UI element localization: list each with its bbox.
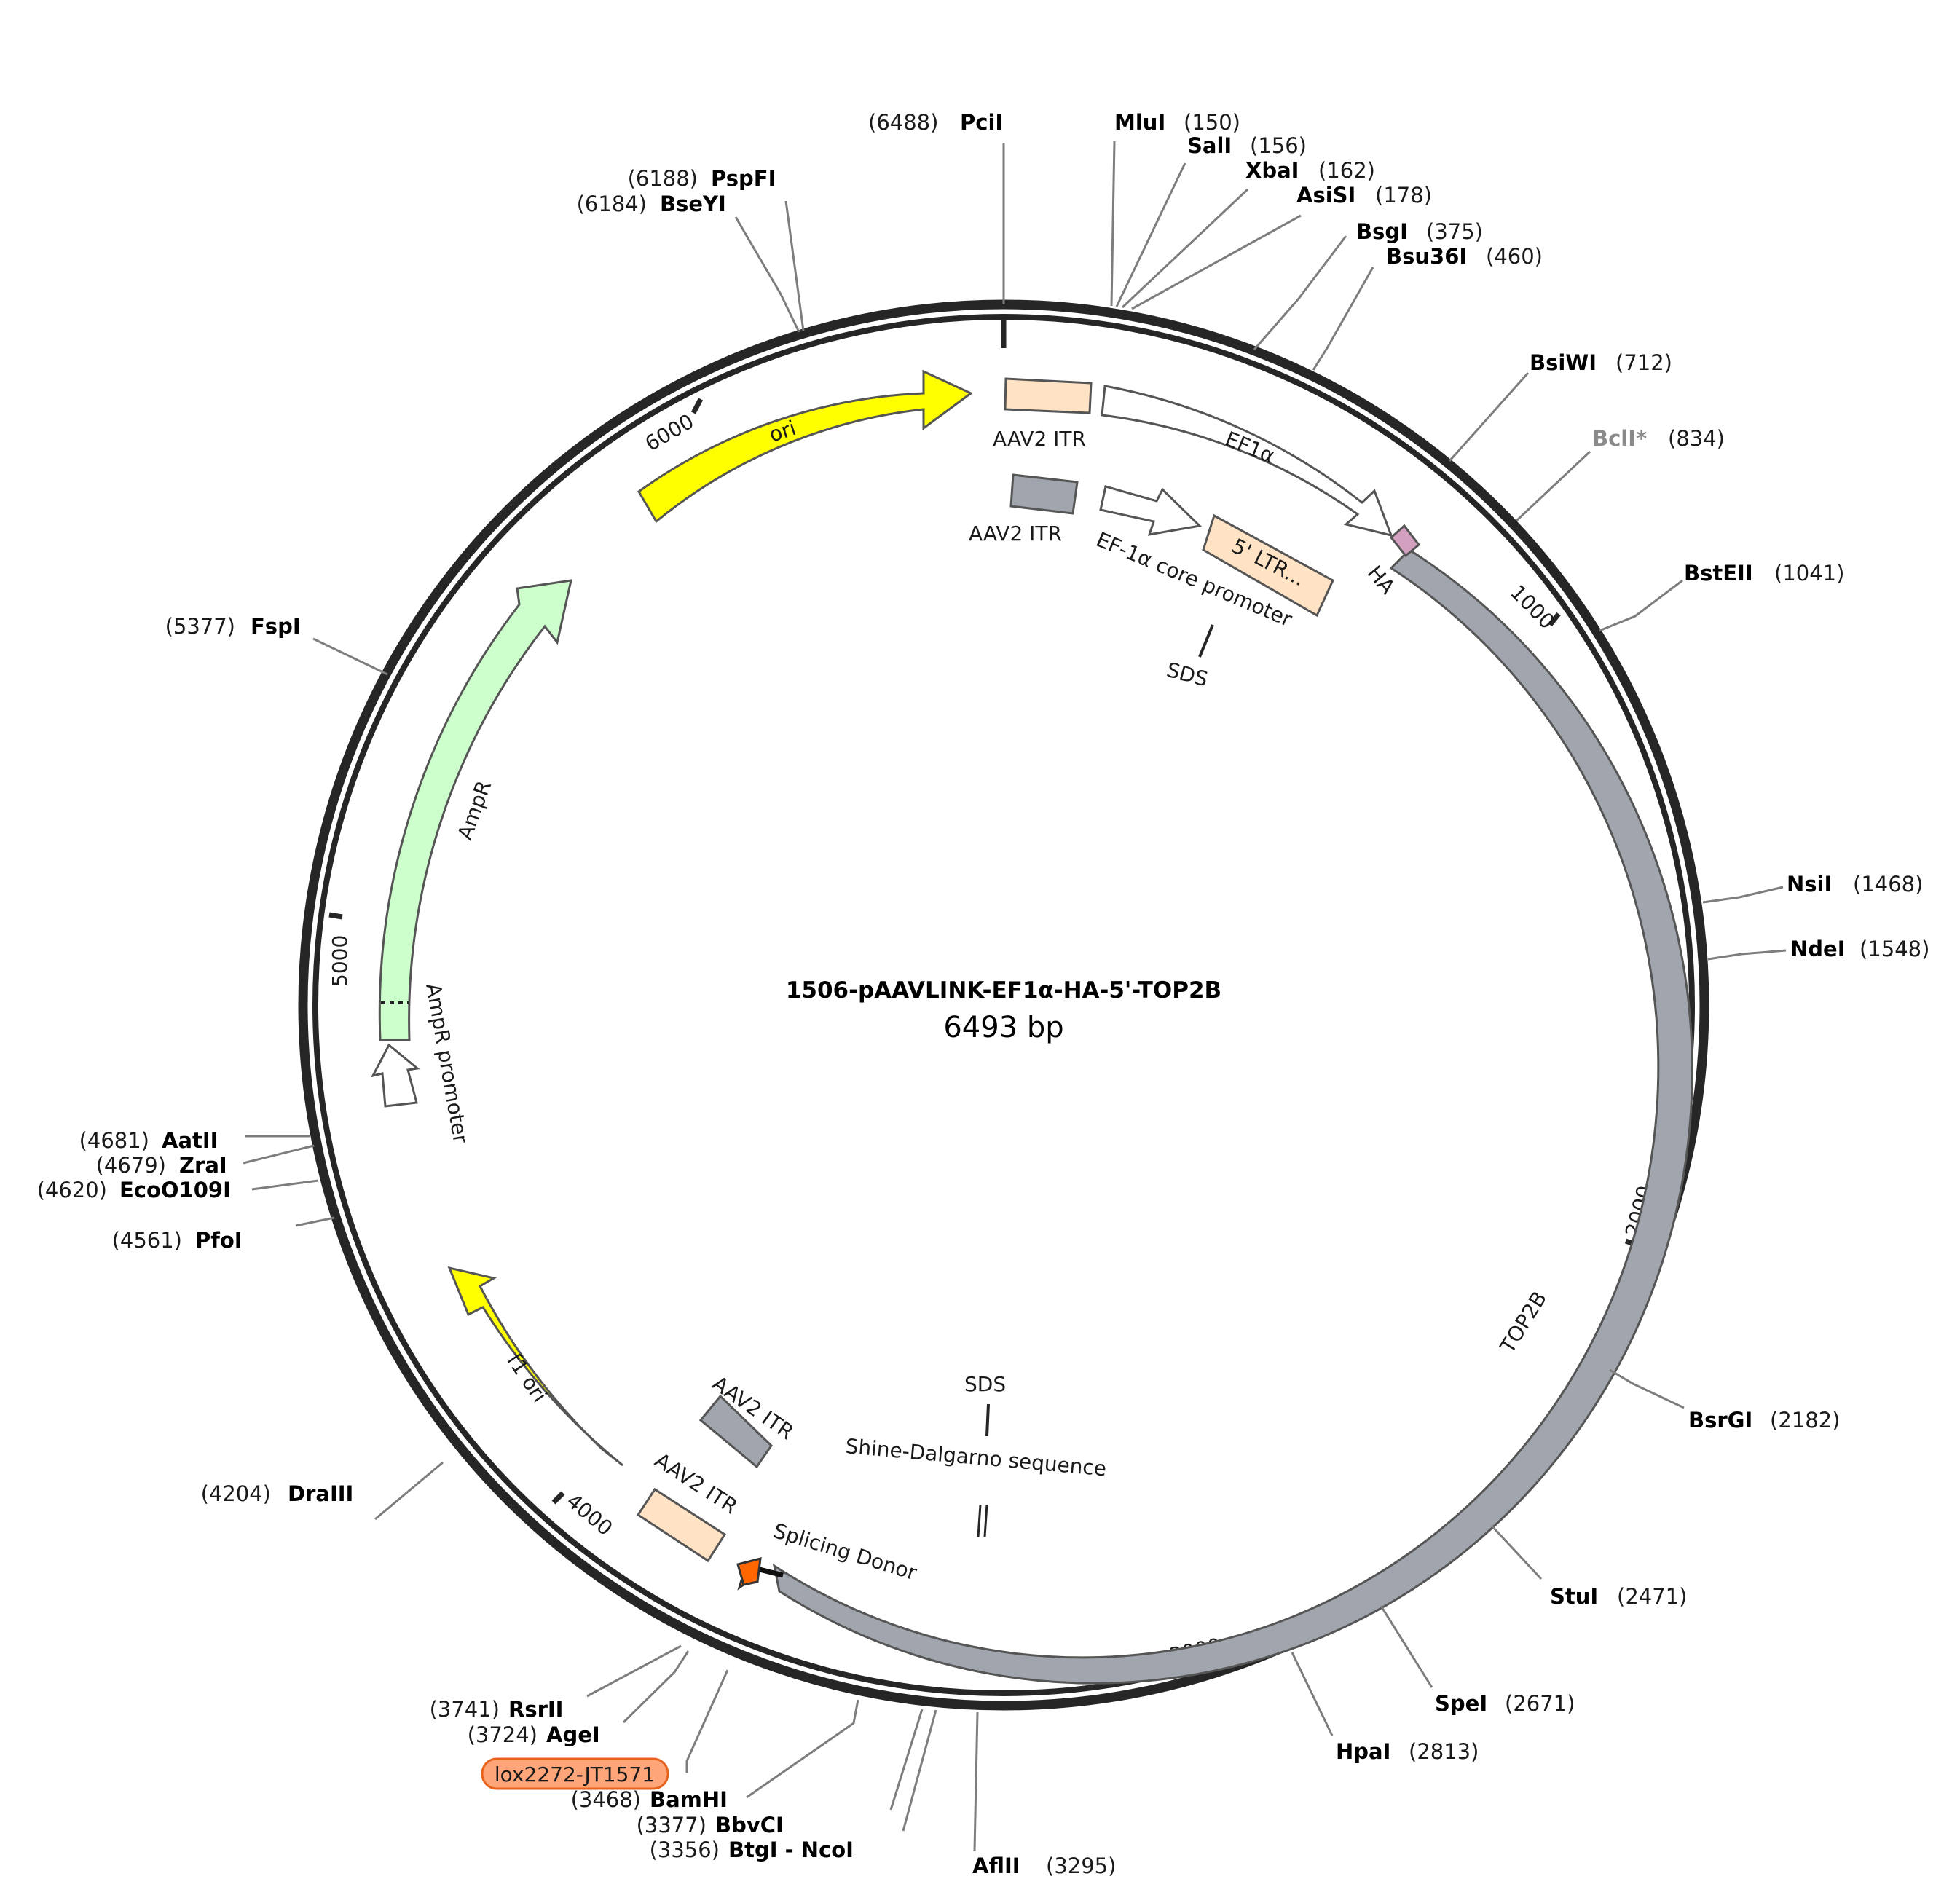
aav2-itr-grey-top-feature[interactable] <box>1009 473 1079 515</box>
shine-dalgarno-label: Shine-Dalgarno sequence <box>844 1434 1107 1481</box>
enzyme-rsrii-name[interactable]: RsrII <box>508 1697 563 1722</box>
enzyme-hpa1-name[interactable]: HpaI <box>1336 1739 1390 1764</box>
enzyme-stu1-name[interactable]: StuI <box>1550 1584 1598 1609</box>
plasmid-name: 1506-pAAVLINK-EF1α-HA-5'-TOP2B <box>786 977 1221 1004</box>
enzyme-bamhi-pos: (3468) <box>571 1787 641 1812</box>
enzyme-bcl1-name[interactable]: BclI* <box>1592 426 1647 451</box>
enzyme-fspi-pos: (5377) <box>165 614 235 639</box>
enzyme-bsu36i-name[interactable]: Bsu36I <box>1386 244 1467 269</box>
enzyme-bsrgi-pos: (2182) <box>1770 1408 1840 1433</box>
ampr-feature[interactable] <box>378 579 572 1041</box>
aav2-itr-orange-bottom-feature[interactable] <box>636 1487 727 1563</box>
enzyme-draiii-name[interactable]: DraIII <box>288 1481 353 1506</box>
enzyme-bseyi-name[interactable]: BseYI <box>660 192 726 216</box>
lox2272-label: lox2272-JT1571 <box>495 1762 655 1786</box>
enzyme-bamhi-name[interactable]: BamHI <box>650 1787 728 1812</box>
enzyme-spe1-name[interactable]: SpeI <box>1435 1691 1487 1716</box>
enzyme-nde1-pos: (1548) <box>1859 937 1929 961</box>
enzyme-spe1-pos: (2671) <box>1505 1691 1575 1716</box>
enzyme-pspfi-pos: (6188) <box>628 166 698 191</box>
tick-mark-6000 <box>690 398 704 414</box>
enzyme-agei-pos: (3724) <box>468 1722 538 1747</box>
enzyme-leader-lines <box>243 141 1787 1851</box>
enzyme-bsiwi-pos: (712) <box>1615 350 1672 375</box>
enzyme-pci1-name[interactable]: PciI <box>960 110 1003 135</box>
ltr-feature[interactable] <box>1202 513 1334 618</box>
enzyme-asisi-name[interactable]: AsiSI <box>1296 183 1355 208</box>
enzyme-nsi1-pos: (1468) <box>1853 872 1923 897</box>
enzyme-draiii-pos: (4204) <box>201 1481 271 1506</box>
enzyme-bsg1-pos: (375) <box>1426 219 1483 244</box>
enzyme-mlu1-pos: (150) <box>1184 110 1240 135</box>
enzyme-pci1-pos: (6488) <box>868 110 938 135</box>
enzyme-stu1-pos: (2471) <box>1617 1584 1687 1609</box>
lox2272-badge[interactable] <box>481 1757 669 1790</box>
enzyme-bsteii-pos: (1041) <box>1774 561 1844 586</box>
sds-top-label: SDS <box>1164 658 1211 692</box>
enzyme-sal1-pos: (156) <box>1250 133 1307 158</box>
enzyme-aatii-pos: (4681) <box>79 1128 149 1153</box>
enzyme-fspi-name[interactable]: FspI <box>251 614 301 639</box>
enzyme-pfoi-pos: (4561) <box>112 1228 182 1253</box>
sds-bottom-label: SDS <box>964 1372 1006 1396</box>
ef1a-feature[interactable] <box>1101 385 1393 537</box>
enzyme-xba1-name[interactable]: XbaI <box>1245 158 1299 183</box>
tick-label-5000: 5000 <box>328 935 352 987</box>
enzyme-ecoo109i-name[interactable]: EcoO109I <box>119 1178 231 1202</box>
enzyme-nsi1-name[interactable]: NsiI <box>1787 872 1832 897</box>
sds-bottom-mark <box>985 1403 990 1437</box>
enzyme-aatii-name[interactable]: AatII <box>162 1128 218 1153</box>
enzyme-bsg1-name[interactable]: BsgI <box>1356 219 1408 244</box>
enzyme-bbvci-name[interactable]: BbvCI <box>715 1813 784 1837</box>
top2b-label: TOP2B <box>1495 1287 1551 1358</box>
enzyme-ecoo109i-pos: (4620) <box>37 1178 107 1202</box>
aav2-itr-top-feature[interactable] <box>1004 377 1093 414</box>
enzyme-xba1-pos: (162) <box>1318 158 1375 183</box>
sds-top-mark <box>1198 624 1214 658</box>
enzyme-bsrgi-name[interactable]: BsrGI <box>1688 1408 1752 1433</box>
enzyme-zrai-name[interactable]: ZraI <box>179 1153 227 1178</box>
top2b-feature[interactable] <box>772 548 1693 1685</box>
enzyme-bsteii-name[interactable]: BstEII <box>1684 561 1753 586</box>
f1-ori-label: f1 ori <box>502 1349 551 1406</box>
enzyme-bbvci-pos: (3377) <box>637 1813 707 1837</box>
enzyme-asisi-pos: (178) <box>1375 183 1432 208</box>
enzyme-hpa1-pos: (2813) <box>1409 1739 1479 1764</box>
enzyme-mlu1-name[interactable]: MluI <box>1114 110 1165 135</box>
tick-mark-5000 <box>328 912 343 920</box>
tick-mark-1000 <box>1548 612 1561 627</box>
tick-label-4000: 4000 <box>562 1489 618 1540</box>
ha-feature[interactable] <box>1389 524 1421 558</box>
enzyme-bseyi-pos: (6184) <box>577 192 647 216</box>
aav2-itr-top-label: AAV2 ITR <box>993 427 1086 451</box>
enzyme-sal1-name[interactable]: SalI <box>1187 133 1232 158</box>
enzyme-btgi-ncoi-pos: (3356) <box>650 1837 720 1862</box>
ampr-promoter-feature[interactable] <box>371 1043 420 1108</box>
enzyme-agei-name[interactable]: AgeI <box>546 1722 600 1747</box>
f1-ori-feature[interactable] <box>447 1266 623 1467</box>
enzyme-btgi-ncoi-name[interactable]: BtgI - NcoI <box>728 1837 854 1862</box>
aav2-itr-grey-top-label: AAV2 ITR <box>969 521 1062 545</box>
backbone-inner-ring <box>312 314 1695 1696</box>
enzyme-nde1-name[interactable]: NdeI <box>1790 937 1846 961</box>
ampr-promoter-label: AmpR promoter <box>421 981 473 1145</box>
ori-feature[interactable] <box>637 369 973 524</box>
enzyme-zrai-pos: (4679) <box>96 1153 166 1178</box>
enzyme-aflii-pos: (3295) <box>1046 1853 1116 1878</box>
ef1a-core-promoter-feature[interactable] <box>1099 485 1203 536</box>
enzyme-pspfi-name[interactable]: PspFI <box>711 166 776 191</box>
enzyme-bsiwi-name[interactable]: BsiWI <box>1530 350 1597 375</box>
enzyme-aflii-name[interactable]: AflII <box>972 1853 1020 1878</box>
splicing-donor-label: Splicing Donor <box>771 1518 920 1585</box>
ampr-label: AmpR <box>453 777 497 843</box>
aav2-itr-grey-bottom-feature[interactable] <box>698 1394 773 1469</box>
enzyme-bcl1-pos: (834) <box>1668 426 1725 451</box>
enzyme-bsu36i-pos: (460) <box>1486 244 1543 269</box>
tick-mark-4000 <box>551 1491 565 1505</box>
enzyme-pfoi-name[interactable]: PfoI <box>195 1228 243 1253</box>
plasmid-size: 6493 bp <box>943 1011 1063 1044</box>
enzyme-rsrii-pos: (3741) <box>430 1697 500 1722</box>
